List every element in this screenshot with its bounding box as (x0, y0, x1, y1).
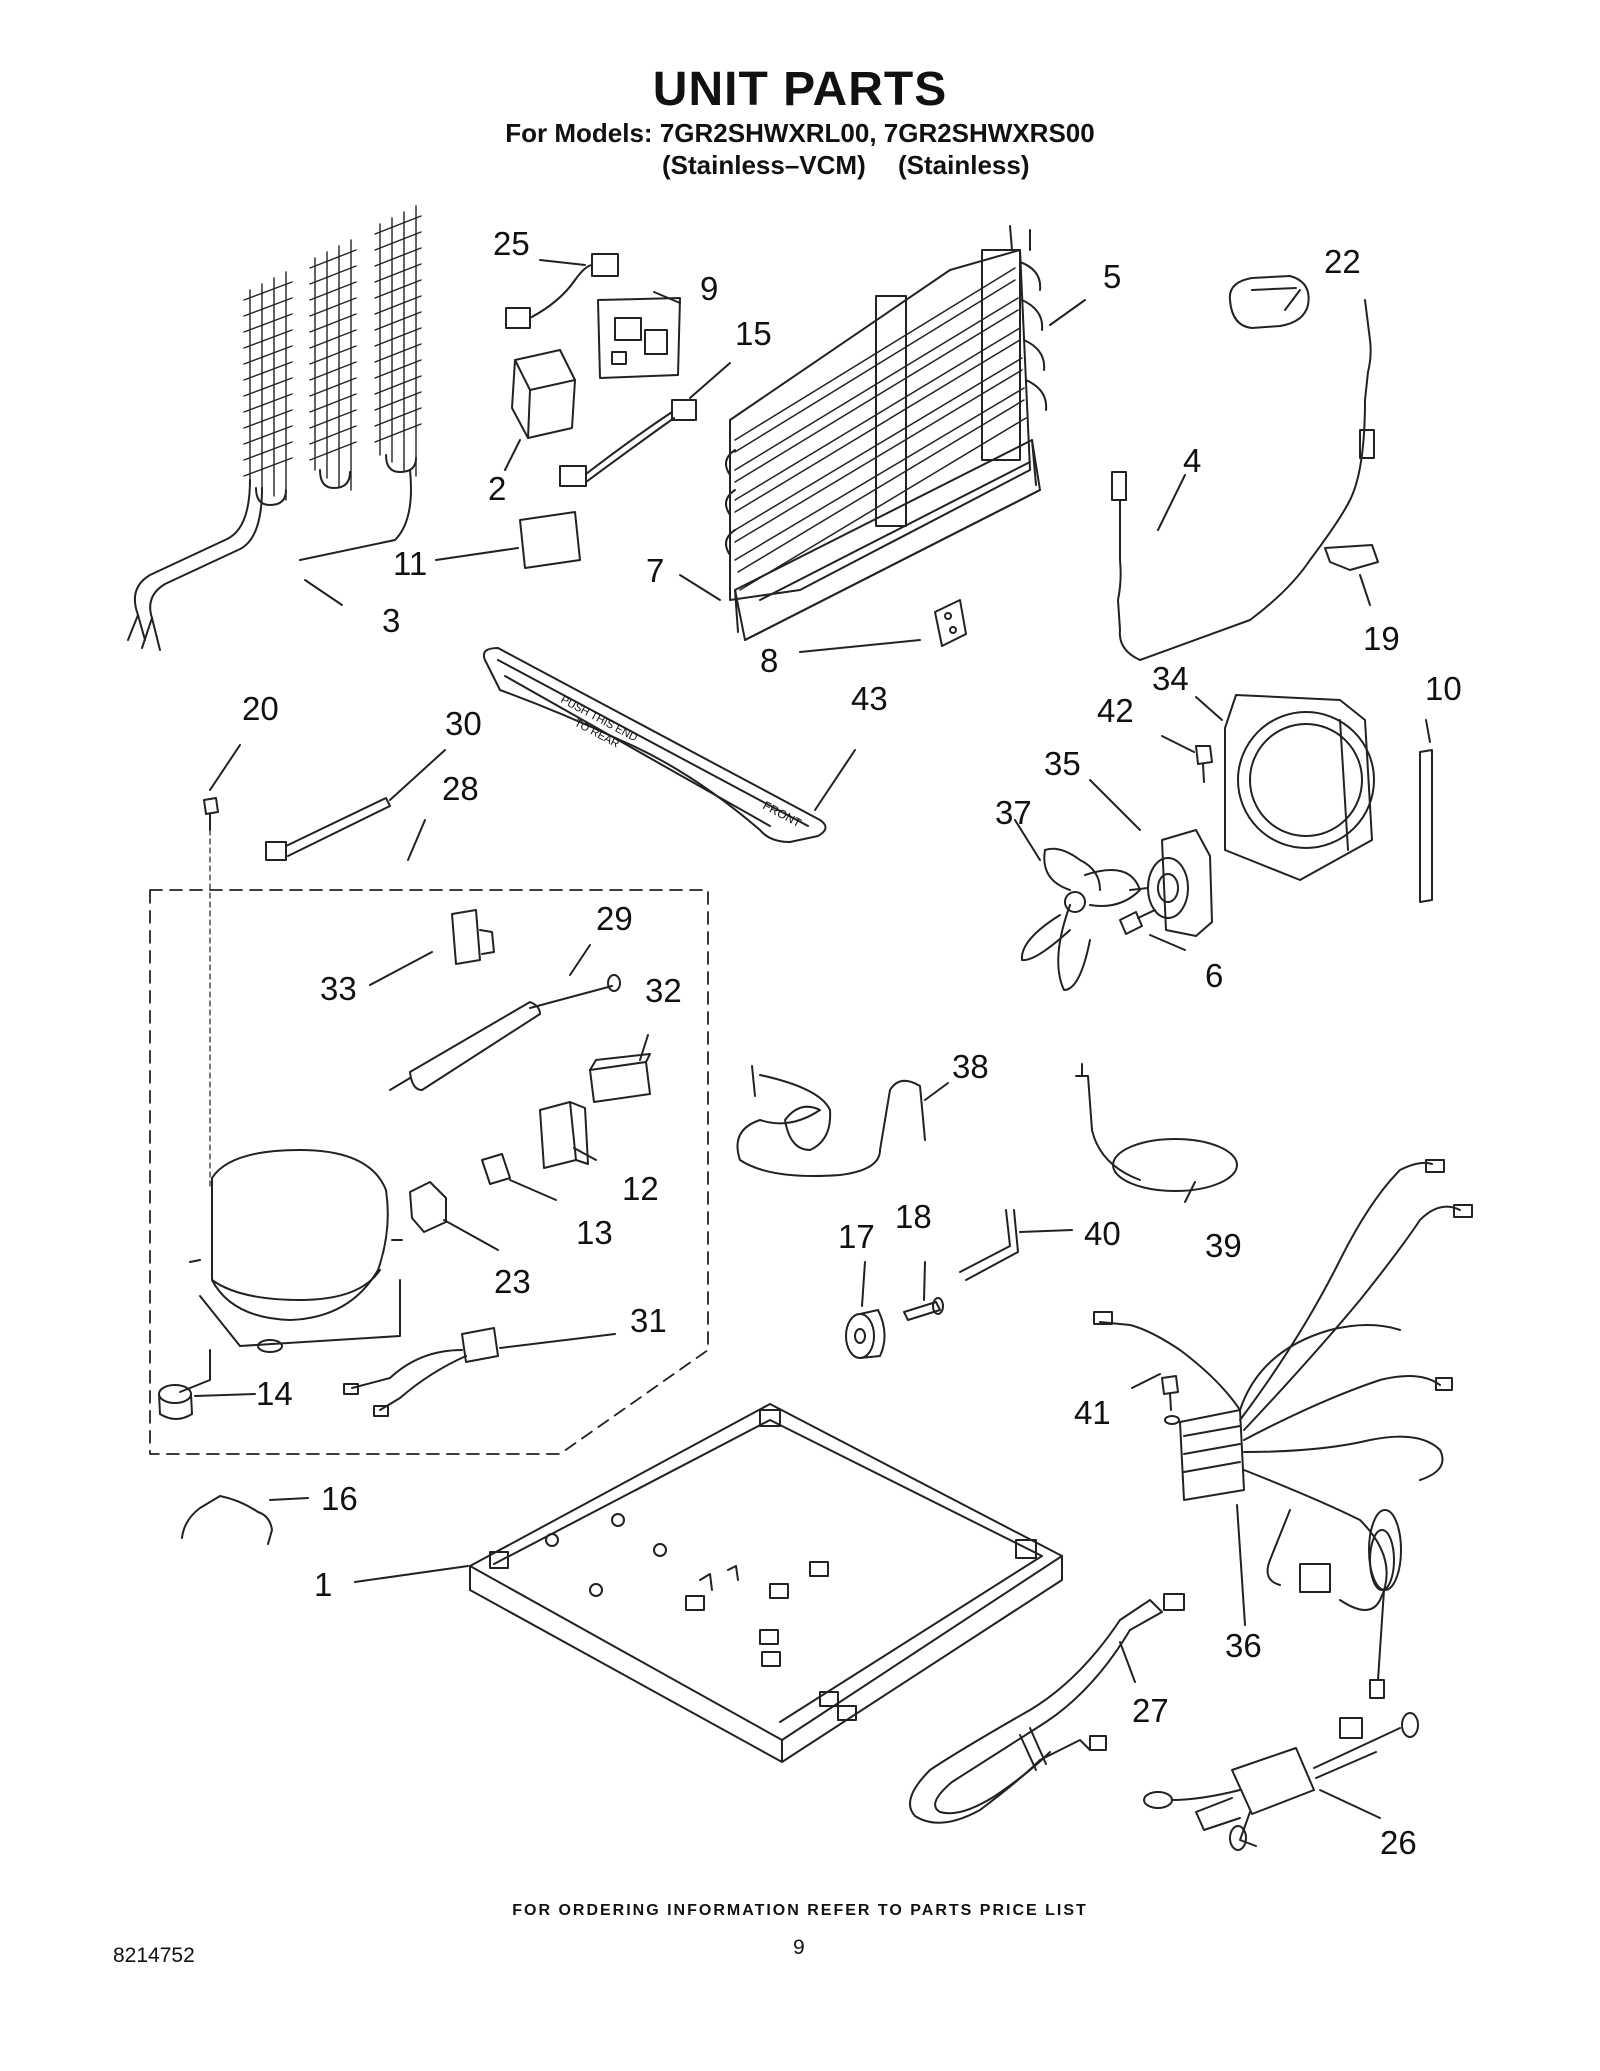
callout-26: 26 (1380, 1824, 1417, 1861)
callout-12: 12 (622, 1170, 659, 1207)
callout-43: 43 (851, 680, 888, 717)
part-drain-pan-43 (482, 647, 827, 843)
part-bolt-20 (203, 797, 219, 831)
tray-front-label: FRONT (761, 798, 805, 830)
part-thermistor-4 (1111, 299, 1375, 661)
part-control-board-9 (597, 297, 681, 379)
callout-36: 36 (1225, 1627, 1262, 1664)
callout-23: 23 (494, 1263, 531, 1300)
part-connector-33 (451, 909, 495, 965)
part-sheathed-harness-27 (909, 1593, 1185, 1824)
part-wire-clip-16 (181, 1495, 273, 1545)
callout-38: 38 (952, 1048, 989, 1085)
callout-4: 4 (1183, 442, 1201, 479)
part-capacitor-29 (389, 974, 621, 1091)
callout-34: 34 (1152, 660, 1189, 697)
callout-labels: 25 9 15 2 11 3 5 7 8 22 4 19 20 30 28 43… (242, 225, 1462, 1861)
part-strip-10 (1419, 749, 1433, 903)
page-number: 9 (793, 1936, 805, 1959)
callout-27: 27 (1132, 1692, 1169, 1729)
model-numbers: For Models: 7GR2SHWXRL00, 7GR2SHWXRS00 (505, 118, 1095, 148)
part-fan-shroud-34 (1224, 694, 1375, 881)
part-screw-41 (1161, 1375, 1180, 1425)
callout-31: 31 (630, 1302, 667, 1339)
callout-5: 5 (1103, 258, 1121, 295)
callout-25: 25 (493, 225, 530, 262)
part-screw-6 (1119, 909, 1156, 935)
callout-19: 19 (1363, 620, 1400, 657)
callout-28: 28 (442, 770, 479, 807)
callout-41: 41 (1074, 1394, 1111, 1431)
leader-lines (194, 259, 1431, 1819)
part-pin-18 (903, 1297, 944, 1321)
part-grommet-14 (158, 1384, 193, 1420)
callout-9: 9 (700, 270, 718, 307)
part-roller-17 (845, 1309, 886, 1359)
finish-right: (Stainless) (898, 150, 1030, 180)
document-number: 8214752 (113, 1944, 195, 1967)
part-fan-blade-37 (1020, 847, 1141, 991)
part-harness-26 (1143, 1712, 1419, 1851)
callout-40: 40 (1084, 1215, 1121, 1252)
callout-15: 15 (735, 315, 772, 352)
callout-14: 14 (256, 1375, 293, 1412)
part-clip-8 (934, 599, 967, 647)
part-condenser-coil (127, 205, 422, 651)
part-clip-19 (1324, 544, 1379, 571)
callout-39: 39 (1205, 1227, 1242, 1264)
part-relay-box-2 (511, 349, 576, 439)
part-overload-12 (539, 1101, 589, 1169)
part-main-harness-36 (1093, 1159, 1473, 1699)
callout-32: 32 (645, 972, 682, 1009)
part-wire-harness-15 (559, 399, 697, 487)
callout-8: 8 (760, 642, 778, 679)
callout-18: 18 (895, 1198, 932, 1235)
part-screw-42 (1195, 745, 1213, 783)
part-compressor (179, 1149, 403, 1393)
callout-6: 6 (1205, 957, 1223, 994)
callout-16: 16 (321, 1480, 358, 1517)
callout-7: 7 (646, 552, 664, 589)
part-evaporator-5 (725, 225, 1048, 601)
callout-17: 17 (838, 1218, 875, 1255)
callout-37: 37 (995, 794, 1032, 831)
part-starter-23 (409, 1181, 447, 1233)
part-cable-tie-30 (265, 797, 391, 861)
callout-11: 11 (393, 545, 427, 582)
part-clip-13 (481, 1153, 511, 1185)
callout-22: 22 (1324, 243, 1361, 280)
part-tube-40 (959, 1209, 1019, 1281)
callout-3: 3 (382, 602, 400, 639)
callout-30: 30 (445, 705, 482, 742)
part-fan-motor-35 (1129, 829, 1213, 937)
callout-35: 35 (1044, 745, 1081, 782)
part-tube-39 (1075, 1063, 1238, 1192)
part-harness-31 (343, 1327, 499, 1417)
kit-28-boundary (149, 889, 709, 1455)
part-wire-connector-25 (505, 253, 619, 329)
page-title: UNIT PARTS (652, 63, 948, 116)
callout-2: 2 (488, 470, 506, 507)
part-tube-38 (736, 1065, 926, 1177)
part-drain-trough-7 (734, 439, 1041, 641)
callout-13: 13 (576, 1214, 613, 1251)
callout-10: 10 (1425, 670, 1462, 707)
ordering-note: FOR ORDERING INFORMATION REFER TO PARTS … (512, 1902, 1088, 1919)
callout-42: 42 (1097, 692, 1134, 729)
part-pad-11 (519, 511, 581, 569)
part-cap-22 (1228, 275, 1310, 329)
part-base-plate-1 (469, 1403, 1063, 1763)
callout-33: 33 (320, 970, 357, 1007)
callout-29: 29 (596, 900, 633, 937)
finish-left: (Stainless–VCM) (662, 150, 866, 180)
callout-1: 1 (314, 1566, 332, 1603)
part-relay-32 (589, 1053, 651, 1103)
callout-20: 20 (242, 690, 279, 727)
